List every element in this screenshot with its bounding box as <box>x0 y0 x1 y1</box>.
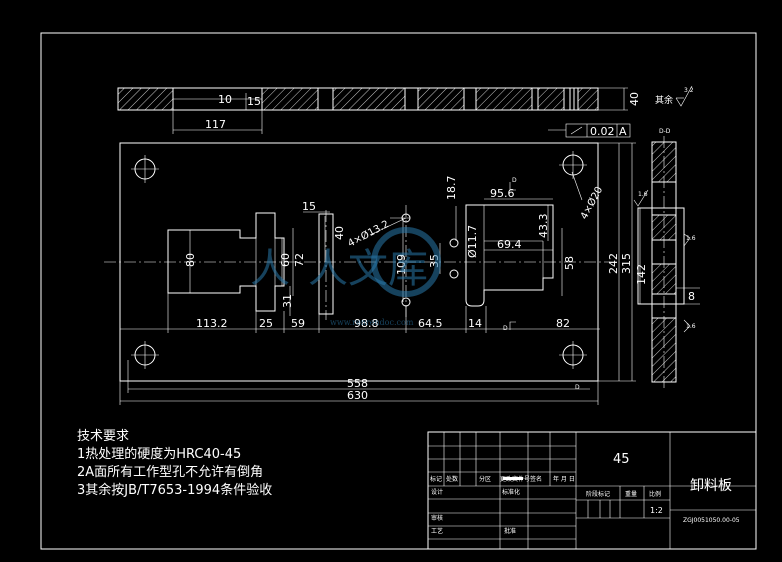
dim-60: 60 <box>279 253 292 267</box>
dim-10: 10 <box>218 93 232 106</box>
dim-40-thickness: 40 <box>628 92 641 106</box>
dim-40-slot: 40 <box>333 226 346 240</box>
dim-113-2: 113.2 <box>196 317 228 330</box>
technical-requirements: 技术要求 1热处理的硬度为HRC40-45 2A面所有工作型孔不允许有倒角 3其… <box>77 428 272 500</box>
pin-hole-a <box>449 238 459 248</box>
dim-d11-7: Ø11.7 <box>466 225 479 258</box>
top-view: 10 15 117 40 <box>117 87 641 134</box>
dim-8: 8 <box>688 290 695 303</box>
corner-hole-note: 4×Ø20 <box>578 185 605 222</box>
pin-hole-b <box>449 269 459 279</box>
punch-cavity-left <box>167 212 285 312</box>
section-view-dd: D-D 142 8 1.6 1.6 1.6 <box>633 128 700 388</box>
roughness-rest-symbol: 其余 3.2 <box>655 85 694 107</box>
svg-text:D: D <box>503 325 508 332</box>
tb-std: 标准化 <box>502 488 520 496</box>
tb-drawing-no: ZGJ0051050.00-05 <box>683 517 740 524</box>
svg-text:其余: 其余 <box>655 94 673 106</box>
dim-142: 142 <box>635 264 648 285</box>
svg-text:1.6: 1.6 <box>686 235 696 242</box>
drawing-frame <box>40 32 757 550</box>
tb-material: 45 <box>613 452 630 467</box>
dim-31: 31 <box>281 294 294 308</box>
tb-check: 审核 <box>431 514 443 522</box>
hole-note: 4×Ø13.2 <box>346 218 391 250</box>
title-block: 标记 处数 分区 更改文件号 签名 年 月 日 设计 标准化 审核 工艺 批准 … <box>427 431 757 550</box>
tb-date: 年 月 日 <box>553 475 575 483</box>
overall-dimensions: 558 630 242 315 D <box>119 142 636 405</box>
flatness-tolerance-frame: 0.02 A <box>548 123 631 138</box>
dim-82: 82 <box>556 317 570 330</box>
notes-line-1: 1热处理的硬度为HRC40-45 <box>77 447 242 462</box>
flatness-value: 0.02 <box>590 125 615 138</box>
dim-64-5: 64.5 <box>418 317 443 330</box>
dim-117: 117 <box>205 118 226 131</box>
notes-title: 技术要求 <box>77 429 130 444</box>
tb-process: 工艺 <box>431 527 443 535</box>
dim-58: 58 <box>563 256 576 270</box>
datum-letter: A <box>619 125 627 138</box>
notes-line-2: 2A面所有工作型孔不允许有倒角 <box>77 465 264 480</box>
svg-text:D: D <box>575 384 580 391</box>
tb-change-doc: 更改文件号 <box>500 475 530 483</box>
svg-text:1.6: 1.6 <box>686 323 696 330</box>
watermark: 人 人文库 www.renrendoc.com <box>250 227 441 327</box>
dim-18-7: 18.7 <box>445 176 458 201</box>
dim-59: 59 <box>291 317 305 330</box>
tb-sign: 签名 <box>530 475 542 483</box>
tb-approve: 批准 <box>504 527 516 535</box>
section-label: D-D <box>659 128 671 135</box>
tb-part-name: 卸料板 <box>690 478 732 494</box>
svg-text:D: D <box>512 177 517 184</box>
plan-view: 15 40 4×Ø13.2 18.7 95.6 43.3 69.4 Ø11.7 … <box>104 142 610 382</box>
svg-text:人: 人 <box>250 246 290 292</box>
tb-stage: 阶段标记 <box>586 490 610 498</box>
tb-ratio: 比例 <box>649 490 661 498</box>
dim-15: 15 <box>302 200 316 213</box>
dim-558: 558 <box>347 377 368 390</box>
dim-25: 25 <box>259 317 273 330</box>
tb-design: 设计 <box>431 488 443 496</box>
tb-zone: 分区 <box>479 475 491 483</box>
dim-15-top: 15 <box>247 95 261 108</box>
dim-630: 630 <box>347 389 368 402</box>
svg-text:人文库: 人文库 <box>308 246 428 292</box>
svg-text:3.2: 3.2 <box>684 87 694 94</box>
dim-43-3: 43.3 <box>537 214 550 239</box>
dim-98-8: 98.8 <box>354 317 379 330</box>
dim-80: 80 <box>184 253 197 267</box>
tb-count: 处数 <box>446 475 458 483</box>
svg-text:www.renrendoc.com: www.renrendoc.com <box>330 318 414 327</box>
tb-mark: 标记 <box>430 475 442 483</box>
dim-14: 14 <box>468 317 482 330</box>
dim-109: 109 <box>395 254 408 275</box>
punch-cavity-right <box>465 204 554 307</box>
svg-text:1.6: 1.6 <box>638 191 648 198</box>
dim-69-4: 69.4 <box>497 238 522 251</box>
notes-line-3: 3其余按JB/T7653-1994条件验收 <box>77 483 273 498</box>
dim-315: 315 <box>620 253 633 274</box>
dim-95-6: 95.6 <box>490 187 515 200</box>
tb-scale: 1:2 <box>650 506 663 515</box>
dim-242: 242 <box>607 253 620 274</box>
dim-72: 72 <box>293 253 306 267</box>
tb-weight: 重量 <box>625 490 637 498</box>
